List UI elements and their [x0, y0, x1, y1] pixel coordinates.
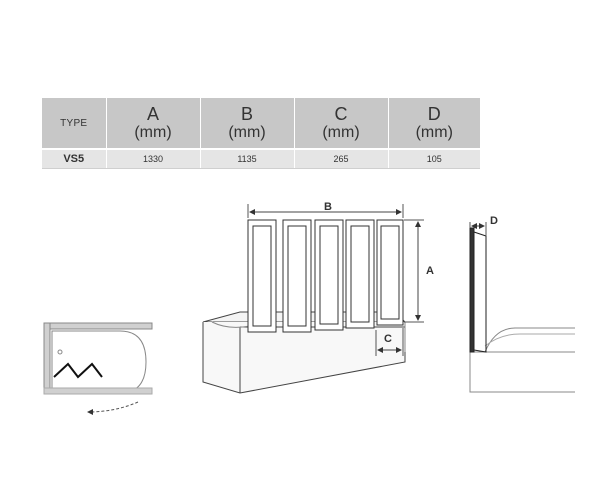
screen-panel-1-inner: [252, 225, 272, 327]
side-view-tub-body: [469, 352, 575, 393]
top-view-drain: [57, 349, 63, 355]
side-view-screen-profile: [469, 227, 475, 353]
screen-panel-2-inner: [287, 225, 307, 327]
cell-b: 1135: [199, 150, 294, 169]
cell-d: 105: [387, 150, 480, 169]
screen-panel-2: [282, 219, 312, 333]
side-view-screen-frame: [473, 231, 487, 353]
top-view: [43, 322, 153, 415]
header-a: A (mm): [105, 98, 200, 148]
header-b: B (mm): [199, 98, 294, 148]
perspective-view: [202, 204, 424, 394]
screen-panel-3: [314, 219, 344, 331]
bathtub-inner-curve: [211, 321, 251, 328]
screen-panel-5-inner: [380, 225, 400, 320]
label-b: B: [324, 201, 332, 213]
header-c-unit: (mm): [322, 123, 360, 141]
label-c: C: [384, 333, 392, 345]
header-c-letter: C: [334, 103, 348, 124]
label-a: A: [426, 265, 434, 277]
header-c: C (mm): [293, 98, 388, 148]
top-view-tub-outline: [51, 330, 147, 394]
screen-panel-4: [345, 219, 375, 329]
header-d-letter: D: [427, 103, 441, 124]
table-row: VS5 1330 1135 265 105: [42, 150, 480, 169]
cell-model: VS5: [42, 150, 106, 169]
dimension-table: TYPE A (mm) B (mm) C (mm) D (mm) VS5 133…: [42, 98, 480, 169]
bathtub-body: [202, 322, 406, 394]
header-a-letter: A: [146, 103, 159, 124]
fold-direction-arrow: [87, 401, 139, 415]
bath-screen: [247, 219, 404, 333]
top-view-side-wall: [43, 322, 51, 394]
header-b-letter: B: [240, 103, 253, 124]
label-d: D: [490, 215, 498, 227]
table-separator: [42, 148, 480, 150]
cell-c: 265: [293, 150, 388, 169]
header-a-unit: (mm): [134, 123, 172, 141]
screen-panel-1: [247, 219, 277, 333]
top-view-wall: [43, 322, 153, 330]
side-view: [469, 222, 575, 393]
header-d: D (mm): [387, 98, 480, 148]
header-type: TYPE: [42, 98, 106, 148]
screen-panel-4-inner: [350, 225, 370, 323]
cell-a: 1330: [105, 150, 200, 169]
top-view-folded-panels: [53, 362, 103, 379]
screen-panel-3-inner: [319, 225, 339, 325]
side-view-tub-inner: [484, 327, 575, 353]
header-b-unit: (mm): [228, 123, 266, 141]
side-view-tub-inner-2: [484, 333, 575, 347]
top-view-tub-edge: [43, 387, 153, 395]
header-d-unit: (mm): [415, 123, 453, 141]
table-header-row: TYPE A (mm) B (mm) C (mm) D (mm): [42, 98, 480, 148]
